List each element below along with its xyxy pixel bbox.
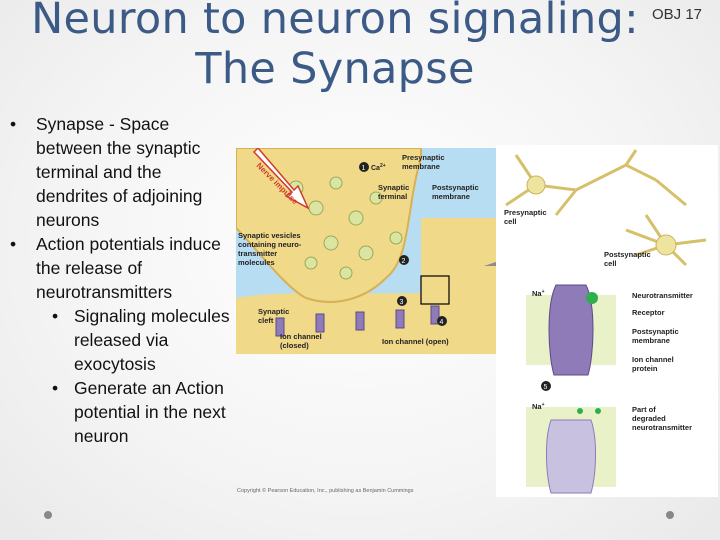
synaptic-vesicles-label: Synaptic vesicles containing neuro- tran… bbox=[238, 231, 303, 267]
postsynaptic-membrane-label: Postsynaptic membrane bbox=[432, 183, 481, 201]
vesicle bbox=[348, 210, 364, 226]
vesicle bbox=[369, 191, 383, 205]
bullet-text: Action potentials induce the release of … bbox=[36, 234, 221, 302]
vesicle bbox=[389, 231, 403, 245]
sub-bullet-text: Signaling molecules released via exocyto… bbox=[74, 306, 230, 374]
vesicle bbox=[323, 235, 339, 251]
ion-channel bbox=[315, 313, 325, 333]
vesicle bbox=[329, 176, 343, 190]
step-1-number: 1 bbox=[362, 165, 366, 172]
bullet-item: Action potentials induce the release of … bbox=[8, 232, 236, 448]
ion-channel-protein-closed bbox=[545, 419, 597, 494]
presynaptic-membrane-label: Presynaptic membrane bbox=[402, 153, 447, 171]
title-line-1: Neuron to neuron signaling: bbox=[31, 0, 639, 44]
vesicle bbox=[308, 200, 324, 216]
receptor-illustration: Presynaptic cell Postsynaptic cell Na+ N… bbox=[504, 149, 707, 494]
postsynaptic-cytoplasm-right bbox=[421, 218, 496, 298]
receptor-label: Receptor bbox=[632, 308, 665, 317]
synapse-diagram: Nerve impulse 1 Ca2+ Presynaptic membran… bbox=[236, 148, 496, 354]
nerve-impulse-arrow bbox=[252, 148, 310, 210]
presynaptic-cell-label: Presynaptic cell bbox=[504, 208, 549, 226]
sub-bullet-text: Generate an Action potential in the next… bbox=[74, 378, 226, 446]
postsynaptic-soma bbox=[655, 234, 677, 256]
synaptic-terminal-label: Synaptic terminal bbox=[378, 183, 411, 201]
title-line-2: The Synapse bbox=[195, 44, 475, 94]
postsynaptic-cell-label: Postsynaptic cell bbox=[604, 250, 653, 268]
vesicle bbox=[358, 245, 374, 261]
calcium-label: Ca2+ bbox=[371, 163, 386, 172]
objective-label: OBJ 17 bbox=[652, 6, 703, 23]
bullet-list: Synapse - Space between the synaptic ter… bbox=[8, 112, 236, 448]
ion-channel bbox=[275, 317, 285, 337]
receptor-diagram: Presynaptic cell Postsynaptic cell Na+ N… bbox=[496, 145, 718, 497]
sub-bullet-list: Signaling molecules released via exocyto… bbox=[36, 304, 236, 448]
step-2-marker bbox=[399, 255, 409, 265]
step-3-marker bbox=[397, 296, 407, 306]
degraded-neurotransmitter-label: Part of degraded neurotransmitter bbox=[632, 405, 692, 432]
step-3-number: 3 bbox=[400, 299, 404, 306]
vesicle bbox=[339, 266, 353, 280]
neurotransmitter-label: Neurotransmitter bbox=[632, 291, 693, 300]
sub-bullet-item: Generate an Action potential in the next… bbox=[36, 376, 236, 448]
degraded-fragment bbox=[595, 408, 601, 414]
presynaptic-soma bbox=[526, 175, 546, 195]
zoom-box bbox=[420, 275, 450, 305]
nav-dot-left bbox=[44, 511, 52, 519]
postsynaptic-membrane-label-right: Postsynaptic membrane bbox=[632, 327, 681, 345]
nav-dot-right bbox=[666, 511, 674, 519]
neurotransmitter-molecule bbox=[586, 292, 598, 304]
synapse-illustration: Nerve impulse 1 Ca2+ Presynaptic membran… bbox=[236, 148, 496, 354]
degraded-fragment bbox=[577, 408, 583, 414]
copyright-text: Copyright © Pearson Education, Inc., pub… bbox=[237, 488, 414, 494]
ion-channel bbox=[430, 305, 440, 325]
ion-channel bbox=[395, 309, 405, 329]
ion-channel bbox=[355, 311, 365, 331]
bullet-item: Synapse - Space between the synaptic ter… bbox=[8, 112, 236, 232]
ion-channel-protein-label: Ion channel protein bbox=[632, 355, 676, 373]
na-top-label: Na+ bbox=[532, 289, 545, 298]
synaptic-cleft-label: Synaptic cleft bbox=[258, 307, 291, 325]
sub-bullet-item: Signaling molecules released via exocyto… bbox=[36, 304, 236, 376]
step-4-number: 4 bbox=[440, 319, 444, 326]
na-bottom-label: Na+ bbox=[532, 402, 545, 411]
step-5-number: 5 bbox=[544, 384, 548, 391]
step-1-marker bbox=[359, 162, 369, 172]
vesicle bbox=[304, 256, 318, 270]
step-5-marker bbox=[541, 381, 551, 391]
ion-channel-open-label: Ion channel (open) bbox=[382, 337, 449, 346]
step-2-number: 2 bbox=[402, 258, 406, 265]
bullet-text: Synapse - Space between the synaptic ter… bbox=[36, 114, 203, 230]
synaptic-terminal-shape bbox=[236, 148, 422, 303]
slide-title: Neuron to neuron signaling: The Synapse bbox=[20, 0, 650, 94]
ion-channel-closed-label: Ion channel (closed) bbox=[280, 332, 324, 350]
postsynaptic-cytoplasm bbox=[236, 290, 496, 354]
step-4-marker bbox=[437, 316, 447, 326]
